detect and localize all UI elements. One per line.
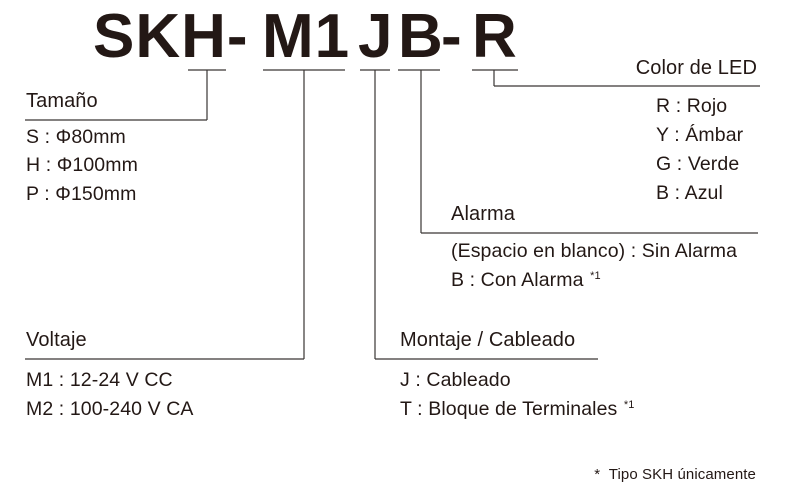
footnote: * Tipo SKH únicamente [594,467,756,482]
voltage-item-m2: M2 : 100-240 V CA [26,398,194,420]
mounting-item-j: J : Cableado [400,369,511,391]
model-code-separator: - [441,2,463,71]
model-code-alarm: B [398,2,444,71]
size-item-s: S : Φ80mm [26,126,126,148]
mounting-title: Montaje / Cableado [400,329,576,351]
footnote-text: Tipo SKH únicamente [608,466,756,483]
size-item-p: P : Φ150mm [26,183,137,205]
model-code-series: SKH- [93,2,249,71]
led-color-item-b: B : Azul [656,182,723,204]
alarm-title: Alarma [451,203,515,225]
alarm-item-b-label: B : Con Alarma [451,269,584,291]
voltage-title: Voltaje [26,329,87,351]
model-code-color: R [472,2,518,71]
mounting-item-t: T : Bloque de Terminales *1 [400,398,635,420]
alarm-item-b: B : Con Alarma *1 [451,269,601,291]
mounting-item-t-label: T : Bloque de Terminales [400,398,618,420]
led-color-item-g: G : Verde [656,153,740,175]
alarm-item-blank: (Espacio en blanco) : Sin Alarma [451,240,738,262]
model-code-mounting: J [358,2,394,71]
size-title: Tamaño [26,90,98,112]
footnote-mark: *1 [590,270,601,282]
led-color-item-y: Y : Ámbar [656,124,744,146]
model-code-voltage: M1 [262,2,351,71]
led-color-item-r: R : Rojo [656,95,728,117]
voltage-item-m1: M1 : 12-24 V CC [26,369,173,391]
footnote-asterisk: * [594,466,601,483]
size-item-h: H : Φ100mm [26,154,138,176]
led-color-title: Color de LED [635,57,757,79]
footnote-mark: *1 [623,399,635,411]
